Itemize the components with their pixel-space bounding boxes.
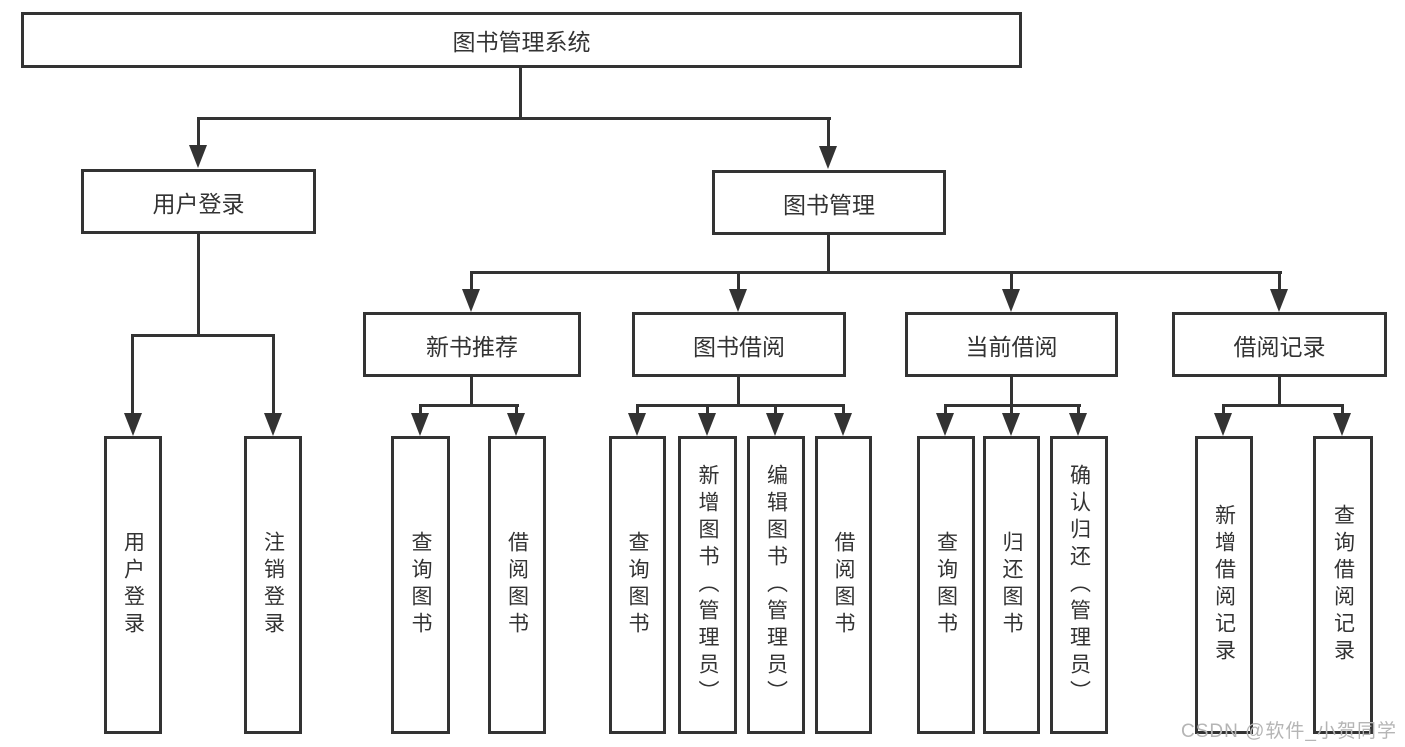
- csdn-watermark: CSDN @软件_小贺同学: [1181, 721, 1397, 742]
- arrowhead-borrow-records: [1270, 289, 1288, 312]
- leaf-query-books-under-new-books: 查询图书: [391, 436, 450, 734]
- node-user-login: 用户登录: [81, 169, 316, 234]
- leaf-return-books: 归还图书: [983, 436, 1040, 734]
- node-label: 用户登录: [152, 190, 245, 217]
- arrowhead-book-mgmt: [819, 146, 837, 169]
- node-label: 图书管理: [783, 191, 875, 218]
- node-book-management-system: 图书管理系统: [21, 12, 1022, 68]
- arrowhead-book-borrow: [729, 289, 747, 312]
- arrowhead-leaf-return-books: [1002, 413, 1020, 436]
- arrowhead-leaf-query-books-2: [628, 413, 646, 436]
- connector-to-leaf-query-record: [1341, 404, 1344, 416]
- connector-root-stem: [519, 68, 522, 120]
- node-label: 注销登录: [261, 531, 285, 639]
- arrowhead-leaf-add-books: [698, 413, 716, 436]
- arrowhead-leaf-add-record: [1214, 413, 1232, 436]
- connector-to-book-borrow: [737, 271, 740, 291]
- connector-to-leaf-logout: [272, 334, 275, 414]
- node-current-borrowing: 当前借阅: [905, 312, 1118, 377]
- arrowhead-new-books: [462, 289, 480, 312]
- arrowhead-leaf-query-books-1: [411, 413, 429, 436]
- connector-to-leaf-return-books: [1010, 404, 1013, 416]
- arrowhead-leaf-confirm-return: [1069, 413, 1087, 436]
- arrowhead-leaf-query-record: [1333, 413, 1351, 436]
- connector-borrow-records-branch: [1222, 404, 1344, 407]
- node-label: 编辑图书（管理员）: [764, 463, 788, 707]
- node-label: 图书借阅: [693, 333, 785, 360]
- arrowhead-leaf-user-login: [124, 413, 142, 436]
- node-book-borrowing: 图书借阅: [632, 312, 846, 377]
- node-borrowing-records: 借阅记录: [1172, 312, 1387, 377]
- connector-to-current-borrow: [1010, 271, 1013, 291]
- connector-to-leaf-edit-books: [774, 404, 777, 416]
- leaf-confirm-return-admin: 确认归还（管理员）: [1050, 436, 1108, 734]
- node-label: 查询图书: [934, 531, 958, 639]
- connector-book-borrow-branch: [636, 404, 844, 407]
- arrowhead-leaf-query-books-3: [936, 413, 954, 436]
- node-new-book-recommendation: 新书推荐: [363, 312, 581, 377]
- leaf-query-books-under-current-borrow: 查询图书: [917, 436, 975, 734]
- node-label: 归还图书: [1000, 531, 1023, 639]
- connector-to-leaf-query-books-1: [419, 404, 422, 416]
- connector-to-leaf-query-books-2: [636, 404, 639, 416]
- arrowhead-leaf-logout: [264, 413, 282, 436]
- leaf-add-books-admin: 新增图书（管理员）: [678, 436, 737, 734]
- node-book-management: 图书管理: [712, 170, 946, 235]
- connector-to-book-mgmt: [827, 117, 830, 149]
- leaf-add-borrow-record: 新增借阅记录: [1195, 436, 1253, 734]
- leaf-borrow-books-under-new-books: 借阅图书: [488, 436, 546, 734]
- leaf-borrow-books-under-book-borrow: 借阅图书: [815, 436, 872, 734]
- node-label: 查询借阅记录: [1331, 504, 1355, 666]
- node-label: 确认归还（管理员）: [1067, 463, 1091, 707]
- node-label: 新书推荐: [426, 333, 518, 360]
- leaf-logout: 注销登录: [244, 436, 302, 734]
- connector-root-branch: [197, 117, 831, 120]
- node-label: 查询图书: [409, 531, 432, 639]
- connector-to-leaf-add-books: [706, 404, 709, 416]
- arrowhead-current-borrow: [1002, 289, 1020, 312]
- arrowhead-leaf-edit-books: [766, 413, 784, 436]
- connector-to-leaf-borrow-books-1: [515, 404, 518, 416]
- node-label: 借阅图书: [832, 531, 855, 639]
- connector-book-borrow-stem: [737, 377, 740, 407]
- leaf-edit-books-admin: 编辑图书（管理员）: [747, 436, 805, 734]
- arrowhead-user-login: [189, 145, 207, 168]
- connector-current-borrow-stem: [1010, 377, 1013, 407]
- node-label: 新增图书（管理员）: [696, 463, 719, 707]
- connector-user-login-branch: [131, 334, 275, 337]
- node-label: 新增借阅记录: [1212, 504, 1236, 666]
- arrowhead-leaf-borrow-books-1: [507, 413, 525, 436]
- connector-new-books-branch: [419, 404, 519, 407]
- node-label: 借阅记录: [1233, 333, 1326, 360]
- node-label: 图书管理系统: [452, 29, 591, 55]
- connector-to-leaf-query-books-3: [944, 404, 947, 416]
- connector-to-leaf-user-login: [131, 334, 134, 414]
- connector-to-leaf-add-record: [1222, 404, 1225, 416]
- node-label: 查询图书: [626, 531, 649, 639]
- leaf-query-books-under-book-borrow: 查询图书: [609, 436, 666, 734]
- connector-to-leaf-borrow-books-2: [842, 404, 845, 416]
- connector-user-login-stem: [197, 234, 200, 337]
- node-label: 用户登录: [121, 531, 145, 639]
- node-label: 当前借阅: [965, 333, 1058, 360]
- leaf-user-login: 用户登录: [104, 436, 162, 734]
- connector-book-mgmt-stem: [827, 235, 830, 274]
- node-label: 借阅图书: [505, 531, 529, 639]
- arrowhead-leaf-borrow-books-2: [834, 413, 852, 436]
- connector-borrow-records-stem: [1278, 377, 1281, 407]
- connector-to-leaf-confirm-return: [1077, 404, 1080, 416]
- connector-to-user-login: [197, 117, 200, 149]
- leaf-query-borrow-record: 查询借阅记录: [1313, 436, 1373, 734]
- connector-book-mgmt-branch: [470, 271, 1282, 274]
- connector-to-new-books: [470, 271, 473, 291]
- connector-new-books-stem: [470, 377, 473, 407]
- connector-to-borrow-records: [1278, 271, 1281, 291]
